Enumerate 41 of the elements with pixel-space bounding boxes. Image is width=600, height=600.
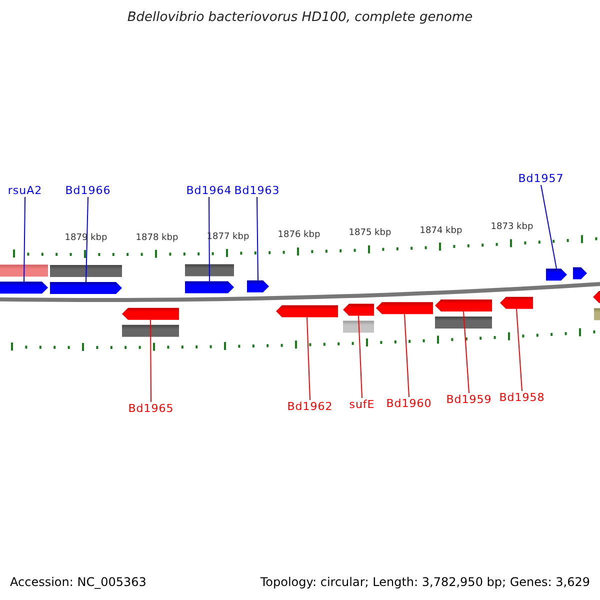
scale-label: 1875 kbp — [348, 229, 392, 238]
leader-line — [516, 308, 522, 392]
gene-feature — [276, 305, 338, 318]
leader-line — [358, 315, 362, 398]
gene-label: rsuA2 — [8, 185, 42, 196]
gene-feature — [50, 282, 122, 294]
gene-feature — [435, 300, 492, 312]
gene-label: Bd1959 — [446, 394, 492, 405]
gene-feature — [500, 296, 533, 309]
gene-label: sufE — [349, 399, 375, 410]
gene-feature — [122, 308, 179, 320]
leader-line — [24, 196, 26, 282]
gene-label: Bd1958 — [499, 392, 545, 403]
gene-feature — [185, 281, 234, 294]
gene-feature — [247, 280, 269, 292]
gene-label: Bd1957 — [518, 173, 564, 184]
scale-label: 1873 kbp — [490, 223, 534, 232]
gene-feature — [376, 302, 433, 314]
gene-feature — [343, 304, 374, 316]
leader-line — [306, 316, 310, 400]
leader-line — [256, 196, 258, 281]
leader-line — [86, 196, 88, 282]
gene-label: Bd1960 — [386, 398, 432, 409]
leader-line — [463, 311, 470, 394]
gene-label: Bd1965 — [128, 403, 174, 414]
accession-text: Accession: NC_005363 — [10, 576, 146, 588]
diagram-title: Bdellovibrio bacteriovorus HD100, complete genome — [127, 11, 473, 24]
leader-line — [404, 314, 410, 398]
scale-label: 1878 kbp — [136, 234, 178, 243]
gene-label: Bd1962 — [287, 401, 333, 412]
gene-label: Bd1963 — [234, 185, 280, 196]
gene-label: Bd1964 — [186, 185, 232, 196]
gene-label: Bd1966 — [65, 185, 111, 196]
genome-summary-text: Topology: circular; Length: 3,782,950 bp; Genes: 3,629 — [260, 576, 590, 588]
gene-feature — [546, 268, 567, 281]
scale-label: 1874 kbp — [420, 226, 462, 236]
leader-line — [150, 319, 152, 402]
gene-feature — [0, 282, 48, 294]
scale-label: 1876 kbp — [278, 231, 320, 240]
leader-line — [208, 196, 210, 282]
leader-line — [540, 184, 557, 270]
